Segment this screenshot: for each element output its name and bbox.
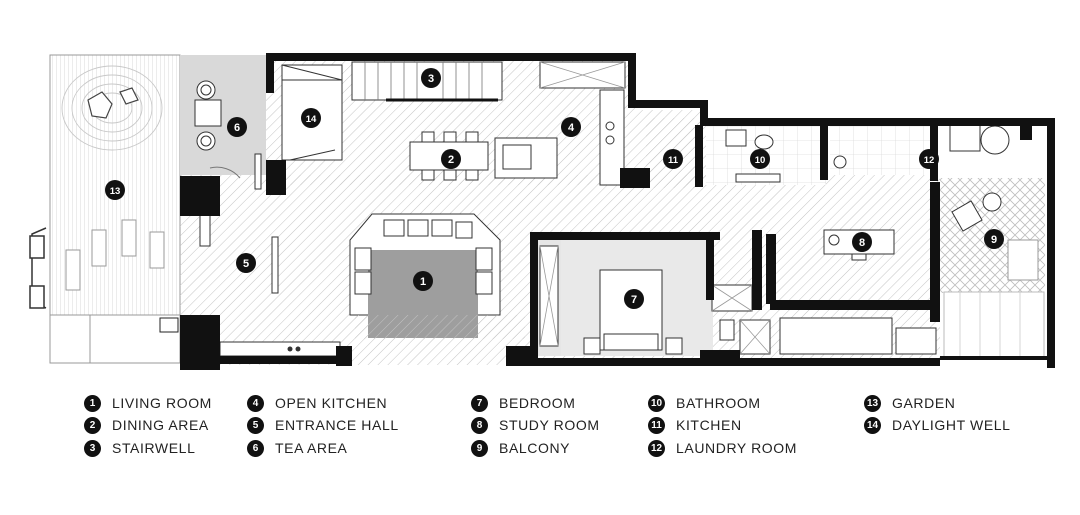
legend-item-study-room: 8 STUDY ROOM <box>471 415 600 435</box>
legend-number: 7 <box>471 394 488 412</box>
bedroom <box>533 238 713 356</box>
svg-text:12: 12 <box>924 155 935 166</box>
legend-item-living-room: 1 LIVING ROOM <box>84 393 212 413</box>
room-badge-14: 14 <box>301 108 321 128</box>
legend-number: 11 <box>648 416 665 434</box>
room-badge-9: 9 <box>984 229 1004 249</box>
legend-item-laundry-room: 12 LAUNDRY ROOM <box>648 438 797 458</box>
balcony <box>940 178 1045 359</box>
legend-item-kitchen: 11 KITCHEN <box>648 415 742 435</box>
legend-number: 9 <box>471 439 488 457</box>
tea-area <box>180 55 266 175</box>
legend-label: DAYLIGHT WELL <box>892 417 1011 433</box>
legend-number: 2 <box>84 416 101 434</box>
legend-item-tea-area: 6 TEA AREA <box>247 438 348 458</box>
svg-text:8: 8 <box>859 237 865 249</box>
room-badge-10: 10 <box>750 149 770 169</box>
room-badge-6: 6 <box>227 117 247 137</box>
legend-label: BALCONY <box>499 440 571 456</box>
legend-item-balcony: 9 BALCONY <box>471 438 570 458</box>
legend-item-dining-area: 2 DINING AREA <box>84 415 209 435</box>
walls <box>180 53 1055 370</box>
legend-label: GARDEN <box>892 395 956 411</box>
svg-text:7: 7 <box>631 294 637 306</box>
room-badge-5: 5 <box>236 253 256 273</box>
legend-item-bathroom: 10 BATHROOM <box>648 393 761 413</box>
floor-plan: 1 2 3 4 5 6 7 8 <box>29 53 1055 370</box>
svg-text:10: 10 <box>755 155 766 166</box>
study-room <box>711 229 895 312</box>
legend-label: STAIRWELL <box>112 440 196 456</box>
room-badge-1: 1 <box>413 271 433 291</box>
legend-label: LAUNDRY ROOM <box>676 440 798 456</box>
svg-text:4: 4 <box>568 122 575 134</box>
room-badge-13: 13 <box>105 180 125 200</box>
legend-label: DINING AREA <box>112 417 209 433</box>
legend-number: 14 <box>864 416 881 434</box>
room-badge-12: 12 <box>919 149 939 169</box>
legend-item-garden: 13 GARDEN <box>864 393 956 413</box>
legend-label: STUDY ROOM <box>499 417 600 433</box>
service-rooms <box>646 118 1010 355</box>
legend-number: 4 <box>247 394 264 412</box>
svg-text:6: 6 <box>234 122 240 134</box>
legend-number: 6 <box>247 439 264 457</box>
legend-number: 3 <box>84 439 101 457</box>
legend-label: KITCHEN <box>676 417 742 433</box>
legend-label: BEDROOM <box>499 395 576 411</box>
svg-text:11: 11 <box>668 155 679 166</box>
svg-text:14: 14 <box>306 114 317 125</box>
legend-item-entrance-hall: 5 ENTRANCE HALL <box>247 415 399 435</box>
room-badges: 1 2 3 4 5 6 7 8 <box>105 68 1004 309</box>
legend-number: 10 <box>648 394 665 412</box>
legend-item-bedroom: 7 BEDROOM <box>471 393 576 413</box>
legend-label: LIVING ROOM <box>112 395 212 411</box>
room-badge-7: 7 <box>624 289 644 309</box>
room-badge-3: 3 <box>421 68 441 88</box>
legend-number: 1 <box>84 394 101 412</box>
room-badge-11: 11 <box>663 149 683 169</box>
legend-label: OPEN KITCHEN <box>275 395 388 411</box>
living-room <box>349 213 525 339</box>
svg-text:5: 5 <box>243 258 249 270</box>
legend-label: BATHROOM <box>676 395 761 411</box>
svg-text:9: 9 <box>991 234 997 246</box>
legend-item-stairwell: 3 STAIRWELL <box>84 438 195 458</box>
garden-area <box>29 54 181 364</box>
svg-text:1: 1 <box>420 276 426 288</box>
legend-label: ENTRANCE HALL <box>275 417 399 433</box>
room-badge-2: 2 <box>441 149 461 169</box>
legend-number: 13 <box>864 394 881 412</box>
legend-item-open-kitchen: 4 OPEN KITCHEN <box>247 393 387 413</box>
legend-number: 8 <box>471 416 488 434</box>
legend-number: 12 <box>648 439 665 457</box>
legend-number: 5 <box>247 416 264 434</box>
svg-text:2: 2 <box>448 154 454 166</box>
room-badge-4: 4 <box>561 117 581 137</box>
legend-item-daylight-well: 14 DAYLIGHT WELL <box>864 415 1011 435</box>
svg-text:13: 13 <box>110 186 121 197</box>
legend-label: TEA AREA <box>275 440 348 456</box>
svg-text:3: 3 <box>428 73 434 85</box>
room-badge-8: 8 <box>852 232 872 252</box>
